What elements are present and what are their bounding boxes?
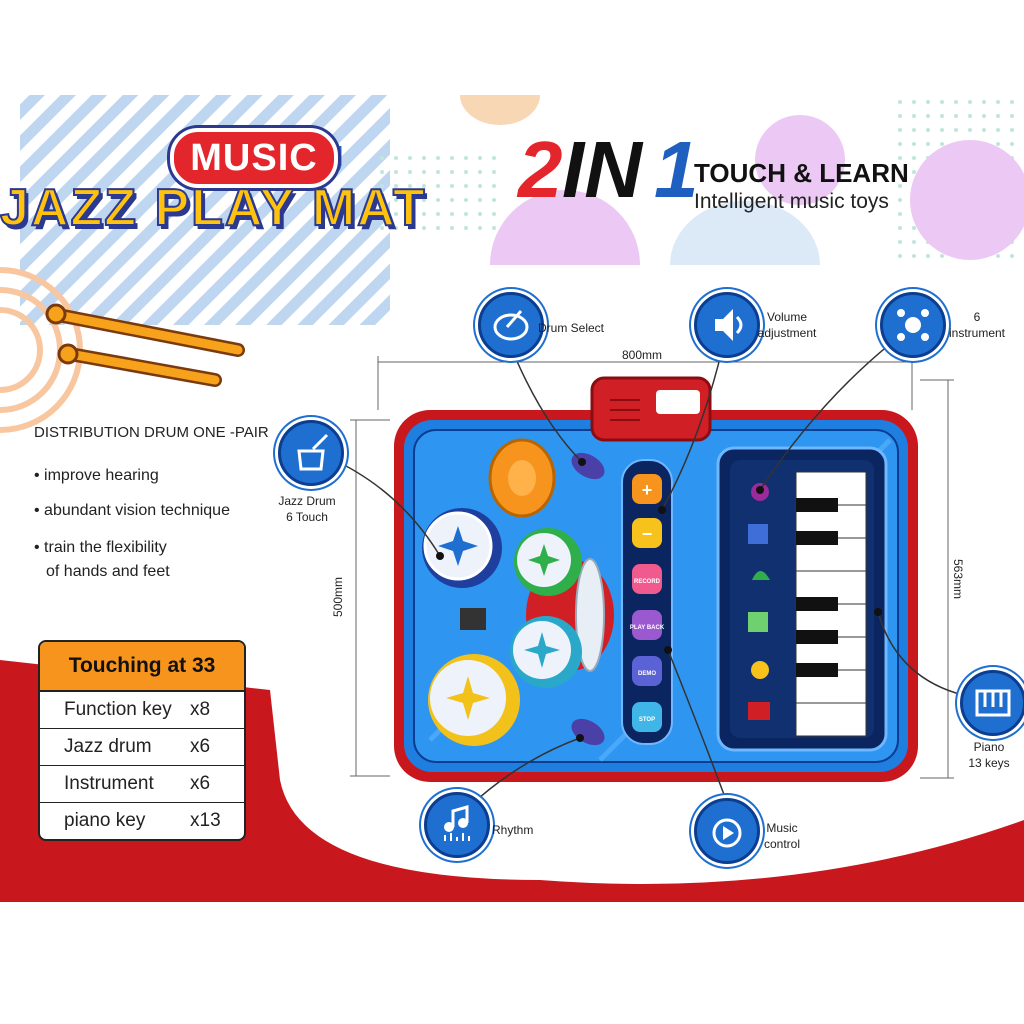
dimension-width: 800mm (622, 348, 663, 362)
rhythm-icon (424, 792, 490, 858)
two-in-one-2: 2 (518, 125, 563, 214)
tagline: Intelligent music toys (694, 190, 889, 213)
callout-rhythm: Rhythm (492, 823, 534, 837)
two-in-one-1: 1 (654, 125, 699, 214)
music-badge: MUSIC (170, 128, 338, 188)
music-control-icon (694, 798, 760, 864)
piano-keys (795, 471, 867, 737)
mat-button-plus: + (642, 480, 653, 500)
mat-button-demo: DEMO (638, 671, 656, 677)
drum (514, 528, 582, 596)
mat-button-minus: − (642, 524, 653, 544)
two-in-one-in: IN (562, 125, 642, 214)
drum (422, 508, 502, 588)
touch-learn-heading: TOUCH & LEARN (694, 158, 909, 188)
table-title: Touching at 33 (40, 642, 244, 692)
dimension-height-right: 563mm (951, 558, 966, 600)
dimension-height-left: 500mm (331, 576, 346, 618)
drumsticks-icon (45, 303, 245, 387)
bullet-item-continuation: of hands and feet (46, 563, 170, 580)
dimension-lines (350, 356, 954, 779)
bullet-item: • improve hearing (34, 467, 159, 484)
callout-drum-select: Drum Select (538, 321, 605, 335)
bullet-item: • train the flexibility (34, 539, 167, 556)
piano-icon (960, 670, 1024, 736)
instrument-icon (880, 292, 946, 358)
drumsticks-caption: DISTRIBUTION DRUM ONE -PAIR (34, 424, 269, 441)
mat-button-stop: STOP (639, 717, 655, 723)
drum (510, 616, 582, 688)
product-title: JAZZ PLAY MAT (0, 178, 427, 238)
bullet-item: • abundant vision technique (34, 502, 230, 519)
instrument-icons (748, 483, 770, 720)
jazz-drum-icon (278, 420, 344, 486)
volume-icon (694, 292, 760, 358)
mat-button-playback: PLAY BACK (630, 625, 665, 631)
drum-select-icon (478, 292, 544, 358)
mat-button-record: RECORD (634, 579, 661, 585)
drum (428, 654, 520, 746)
